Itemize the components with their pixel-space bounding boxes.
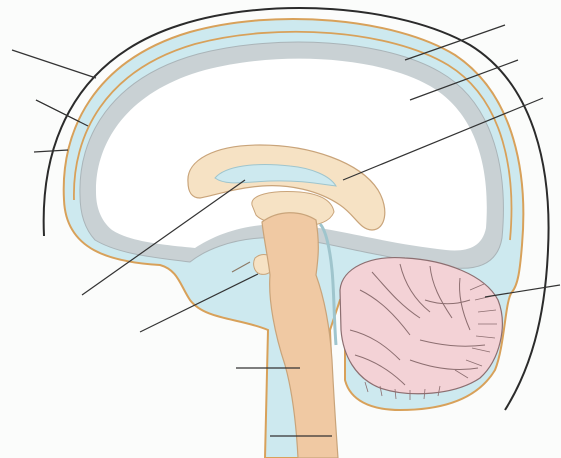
- leader-line-skull: [12, 50, 96, 78]
- leader-line-subarachnoid-space: [34, 150, 68, 152]
- leader-line-meninges-b: [36, 100, 88, 126]
